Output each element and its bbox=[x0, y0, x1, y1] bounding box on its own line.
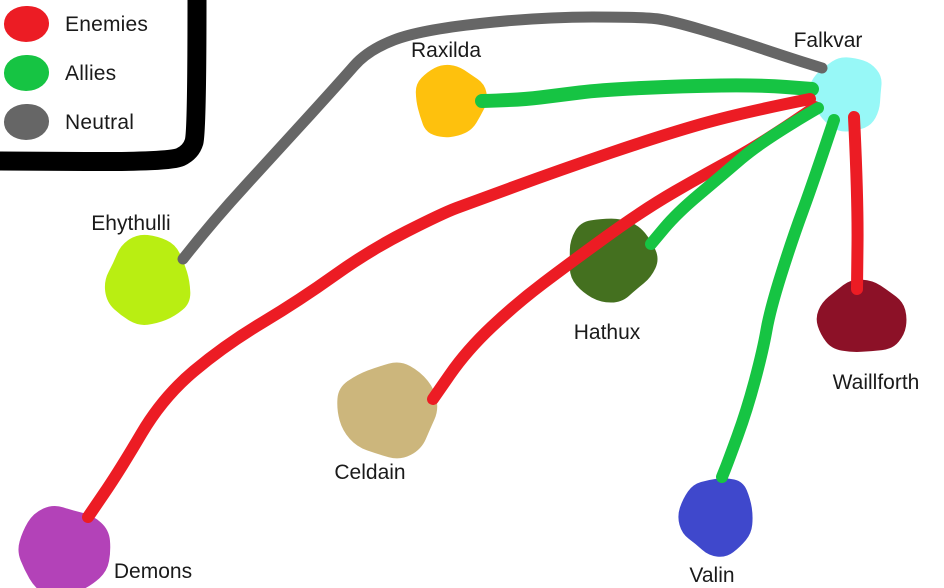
legend: Enemies Allies Neutral bbox=[4, 6, 174, 140]
neutral-color-swatch bbox=[4, 104, 49, 140]
label-raxilda: Raxilda bbox=[411, 39, 481, 62]
edge-falkvar-hathux-allies bbox=[645, 102, 824, 250]
legend-item-allies: Allies bbox=[4, 55, 174, 91]
label-demons: Demons bbox=[114, 560, 192, 583]
legend-item-enemies: Enemies bbox=[4, 6, 174, 42]
edge-ehythulli-falkvar-neutral bbox=[177, 11, 828, 265]
label-falkvar: Falkvar bbox=[794, 29, 863, 52]
label-hathux: Hathux bbox=[574, 321, 641, 344]
edge-raxilda-falkvar-allies bbox=[475, 78, 819, 108]
edge-falkvar-waillforth-enemies bbox=[848, 111, 864, 295]
label-ehythulli: Ehythulli bbox=[91, 212, 170, 235]
legend-label-allies: Allies bbox=[65, 61, 117, 85]
edge-falkvar-valin-allies bbox=[716, 114, 840, 483]
edge-falkvar-demons-enemies bbox=[82, 93, 816, 523]
label-celdain: Celdain bbox=[334, 461, 405, 484]
node-celdain bbox=[337, 362, 438, 459]
legend-border bbox=[0, 0, 207, 172]
node-valin bbox=[678, 478, 753, 557]
node-raxilda bbox=[415, 64, 487, 138]
label-waillforth: Waillforth bbox=[833, 371, 920, 394]
enemies-color-swatch bbox=[4, 6, 49, 42]
node-ehythulli bbox=[104, 234, 191, 325]
legend-item-neutral: Neutral bbox=[4, 104, 174, 140]
legend-label-neutral: Neutral bbox=[65, 110, 135, 134]
node-demons bbox=[18, 505, 111, 588]
node-waillforth bbox=[816, 279, 907, 352]
legend-label-enemies: Enemies bbox=[65, 12, 149, 36]
node-falkvar bbox=[808, 57, 882, 132]
label-valin: Valin bbox=[689, 564, 734, 587]
node-hathux bbox=[569, 218, 658, 303]
allies-color-swatch bbox=[4, 55, 49, 91]
